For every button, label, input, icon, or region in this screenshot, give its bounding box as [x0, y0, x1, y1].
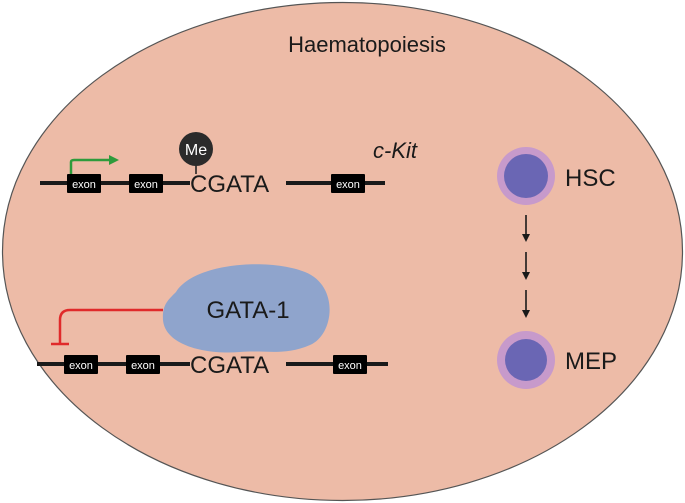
methyl-label: Me [185, 142, 207, 159]
cell-lineage: HSC MEP [497, 147, 617, 389]
svg-text:exon: exon [131, 360, 155, 372]
bottom-dna-strand: GATA-1 exon exon exon CGATA [37, 264, 388, 379]
svg-text:exon: exon [336, 179, 360, 191]
svg-text:exon: exon [134, 179, 158, 191]
svg-text:exon: exon [69, 360, 93, 372]
svg-text:exon: exon [338, 360, 362, 372]
mep-label: MEP [565, 348, 617, 375]
gata1-label: GATA-1 [206, 297, 289, 324]
gene-name-label: c-Kit [373, 138, 418, 163]
methyl-circle [179, 132, 213, 166]
arrow-right-icon [69, 155, 119, 174]
top-exon-3: exon [331, 174, 365, 193]
bottom-exon-2: exon [126, 355, 160, 374]
top-cgata-motif: CGATA [190, 171, 269, 198]
bottom-cgata-motif: CGATA [190, 352, 269, 379]
top-dna-strand: exon exon exon CGATA Me c-Kit [40, 132, 418, 198]
top-exon-2: exon [129, 174, 163, 193]
hsc-label: HSC [565, 165, 616, 192]
mep-cell-inner [505, 339, 547, 381]
inhibition-bar-icon [58, 308, 163, 343]
hsc-cell-inner [504, 154, 548, 198]
gata1-protein-blob [162, 264, 330, 353]
top-exon-1: exon [67, 174, 101, 193]
svg-text:exon: exon [72, 179, 96, 191]
bottom-exon-3: exon [333, 355, 367, 374]
bottom-exon-1: exon [64, 355, 98, 374]
diagram-title: Haematopoiesis [288, 32, 446, 57]
